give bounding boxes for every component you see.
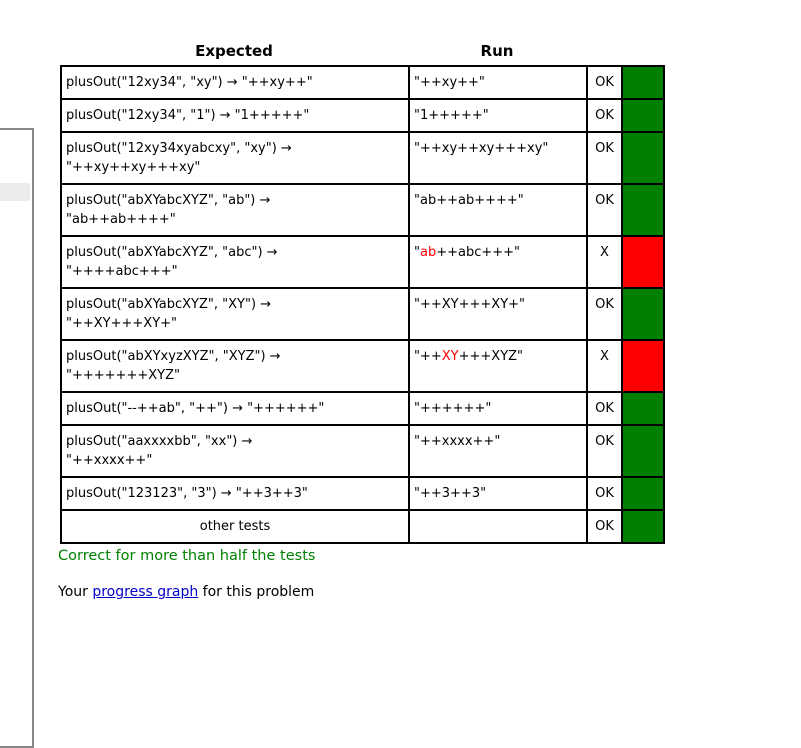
table-row: plusOut("123123", "3") → "++3++3" "++3++3… [60,476,665,511]
run-output-cell: "ab++abc+++" [408,235,588,289]
table-row: other tests OK [60,509,665,544]
result-color-cell [621,339,665,393]
run-output-cell: "++3++3" [408,476,588,511]
expected-cell: plusOut("aaxxxxbb", "xx") → "++xxxx++" [60,424,410,478]
expected-line: "++xy++xy+++xy" [66,160,201,175]
run-output-cell: "++xy++xy+++xy" [408,131,588,185]
expected-line: plusOut("abXYabcXYZ", "ab") → [66,193,271,208]
run-output-text: +++XYZ" [458,349,524,364]
expected-cell: plusOut("--++ab", "++") → "++++++" [60,391,410,426]
status-cell: OK [586,476,623,511]
table-row: plusOut("12xy34xyabcxy", "xy") → "++xy++x… [60,131,665,185]
expected-cell: plusOut("12xy34", "1") → "1+++++" [60,98,410,133]
table-row: plusOut("--++ab", "++") → "++++++" "+++++… [60,391,665,426]
run-output-text: "1+++++" [414,108,489,123]
expected-line: plusOut("abXYabcXYZ", "XY") → [66,297,272,312]
run-output-diff-text: XY [441,349,459,364]
status-cell: OK [586,131,623,185]
expected-line: "+++++++XYZ" [66,368,180,383]
status-cell: OK [586,287,623,341]
expected-line: "++xxxx++" [66,453,153,468]
run-output-text: "ab++ab++++" [414,193,524,208]
table-row: plusOut("12xy34", "1") → "1+++++" "1+++++… [60,98,665,133]
editor-highlight-band [0,183,30,201]
test-results: Expected Run plusOut("12xy34", "xy") → "… [60,42,665,544]
expected-cell: plusOut("abXYabcXYZ", "XY") → "++XY+++XY+… [60,287,410,341]
results-table: plusOut("12xy34", "xy") → "++xy++" "++xy+… [60,65,665,544]
expected-line: "ab++ab++++" [66,212,176,227]
result-color-cell [621,235,665,289]
result-color-cell [621,509,665,544]
expected-line: plusOut("abXYabcXYZ", "abc") → [66,245,278,260]
result-color-cell [621,476,665,511]
expected-line: plusOut("abXYxyzXYZ", "XYZ") → [66,349,281,364]
table-row: plusOut("aaxxxxbb", "xx") → "++xxxx++" "++… [60,424,665,478]
table-row: plusOut("abXYxyzXYZ", "XYZ") → "+++++++XY… [60,339,665,393]
expected-cell: plusOut("abXYabcXYZ", "abc") → "++++abc++… [60,235,410,289]
result-color-cell [621,131,665,185]
expected-line: plusOut("12xy34xyabcxy", "xy") → [66,141,292,156]
status-cell: OK [586,391,623,426]
run-output-cell: "++xxxx++" [408,424,588,478]
run-output-cell: "1+++++" [408,98,588,133]
status-cell: OK [586,424,623,478]
table-row: plusOut("12xy34", "xy") → "++xy++" "++xy+… [60,65,665,100]
expected-cell: plusOut("12xy34", "xy") → "++xy++" [60,65,410,100]
code-editor-panel[interactable] [0,128,34,748]
expected-cell: other tests [60,509,410,544]
status-cell: OK [586,65,623,100]
run-output-text: "++XY+++XY+" [414,297,526,312]
result-color-cell [621,424,665,478]
expected-line: plusOut("12xy34", "1") → "1+++++" [66,108,310,123]
table-row: plusOut("abXYabcXYZ", "XY") → "++XY+++XY+… [60,287,665,341]
result-color-cell [621,65,665,100]
run-output-text: ++abc+++" [436,245,521,260]
status-cell: OK [586,183,623,237]
column-headers: Expected Run [60,42,665,65]
status-cell: OK [586,509,623,544]
table-row: plusOut("abXYabcXYZ", "ab") → "ab++ab++++… [60,183,665,237]
status-cell: OK [586,98,623,133]
expected-line: plusOut("--++ab", "++") → "++++++" [66,401,325,416]
progress-graph-link[interactable]: progress graph [92,584,199,600]
run-output-cell: "++XY+++XY+" [408,287,588,341]
run-output-text: "++ [414,349,442,364]
result-color-cell [621,287,665,341]
status-cell: X [586,339,623,393]
result-color-cell [621,391,665,426]
run-output-text: "++xy++xy+++xy" [414,141,549,156]
run-output-cell: "++XY+++XYZ" [408,339,588,393]
expected-cell: plusOut("123123", "3") → "++3++3" [60,476,410,511]
run-output-cell: "++xy++" [408,65,588,100]
run-output-diff-text: ab [419,245,437,260]
run-output-text: "++++++" [414,401,492,416]
status-cell: X [586,235,623,289]
run-output-text: "++xxxx++" [414,434,501,449]
run-output-text: " [414,245,420,260]
run-output-cell [408,509,588,544]
expected-line: other tests [199,519,271,534]
expected-column-header: Expected [195,42,273,60]
run-column-header: Run [480,42,514,60]
expected-line: "++++abc+++" [66,264,178,279]
expected-line: "++XY+++XY+" [66,316,178,331]
progress-line-suffix: for this problem [198,584,315,600]
expected-line: plusOut("aaxxxxbb", "xx") → [66,434,253,449]
expected-cell: plusOut("12xy34xyabcxy", "xy") → "++xy++x… [60,131,410,185]
run-output-text: "++3++3" [414,486,487,501]
run-output-cell: "++++++" [408,391,588,426]
expected-cell: plusOut("abXYabcXYZ", "ab") → "ab++ab++++… [60,183,410,237]
progress-line: Your progress graph for this problem [58,584,314,600]
table-row: plusOut("abXYabcXYZ", "abc") → "++++abc++… [60,235,665,289]
result-color-cell [621,183,665,237]
expected-cell: plusOut("abXYxyzXYZ", "XYZ") → "+++++++XY… [60,339,410,393]
run-output-cell: "ab++ab++++" [408,183,588,237]
result-message: Correct for more than half the tests [58,548,316,564]
progress-line-prefix: Your [58,584,93,600]
run-output-text: "++xy++" [414,75,485,90]
expected-line: plusOut("12xy34", "xy") → "++xy++" [66,75,313,90]
expected-line: plusOut("123123", "3") → "++3++3" [66,486,308,501]
result-color-cell [621,98,665,133]
